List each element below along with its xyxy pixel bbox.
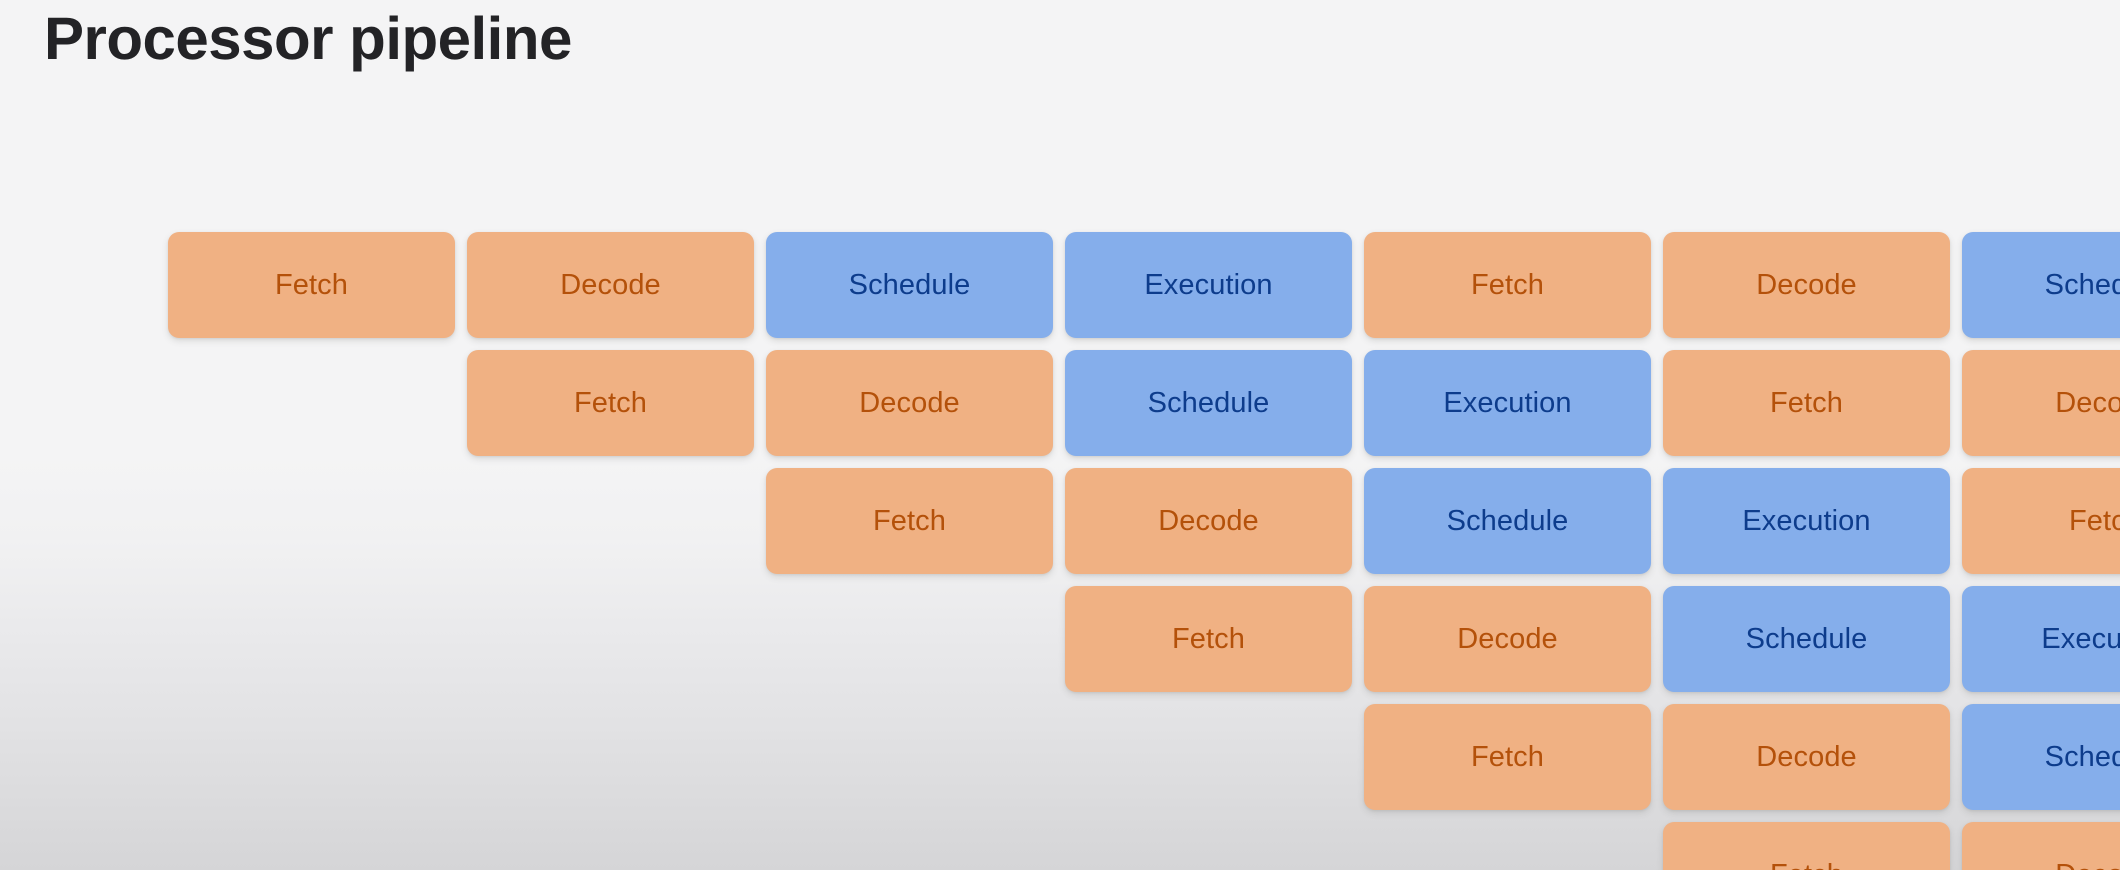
- stage-block-decode[interactable]: Decode: [1663, 704, 1950, 810]
- stage-block-label: Decode: [1457, 623, 1558, 655]
- stage-block-decode[interactable]: Decode: [766, 350, 1053, 456]
- stage-block-decode[interactable]: Decode: [1962, 350, 2120, 456]
- stage-block-label: Fetch: [872, 505, 947, 537]
- page-title: Processor pipeline: [44, 5, 572, 72]
- stage-block-fetch[interactable]: Fetch: [1663, 350, 1950, 456]
- pipeline-row-2: Fetch Decode Schedule Execution Fetch Decode: [467, 350, 2120, 456]
- pipeline-row-3: Fetch Decode Schedule Execution Fetch: [766, 468, 2120, 574]
- stage-block-decode[interactable]: Decode: [1364, 586, 1651, 692]
- stage-block-label: Fetch: [1663, 822, 1950, 870]
- stage-block-label: Fetch: [1470, 269, 1545, 301]
- stage-block-label: Schedule: [848, 269, 971, 301]
- stage-block-label: Schedule: [2044, 269, 2120, 301]
- stage-block-fetch[interactable]: Fetch: [1364, 704, 1651, 810]
- stage-block-execution[interactable]: Execution: [1663, 468, 1950, 574]
- stage-block-label: Decode: [2055, 387, 2120, 419]
- stage-block-label: Decode: [1158, 505, 1259, 537]
- stage-block-decode[interactable]: Decode: [1962, 822, 2120, 870]
- stage-block-label: Fetch: [1470, 741, 1545, 773]
- stage-block-fetch[interactable]: Fetch: [168, 232, 455, 338]
- stage-block-fetch[interactable]: Fetch: [1065, 586, 1352, 692]
- stage-block-label: Fetch: [2068, 505, 2120, 537]
- stage-block-decode[interactable]: Decode: [467, 232, 754, 338]
- stage-block-label: Decode: [1756, 269, 1857, 301]
- stage-block-schedule[interactable]: Schedule: [1962, 704, 2120, 810]
- stage-block-schedule[interactable]: Schedule: [1364, 468, 1651, 574]
- pipeline-row-1: Fetch Decode Schedule Execution Fetch Decode S…: [168, 232, 2120, 338]
- stage-block-schedule[interactable]: Schedule: [1065, 350, 1352, 456]
- stage-block-execution[interactable]: Execution: [1364, 350, 1651, 456]
- stage-block-label: Decode: [859, 387, 960, 419]
- stage-block-execution[interactable]: Execution: [1962, 586, 2120, 692]
- pipeline-row-4: Fetch Decode Schedule Execution: [1065, 586, 2120, 692]
- stage-block-fetch[interactable]: Fetch: [1962, 468, 2120, 574]
- stage-block-label: Decode: [1756, 741, 1857, 773]
- stage-block-schedule[interactable]: Schedule: [766, 232, 1053, 338]
- stage-block-fetch[interactable]: Fetch: [766, 468, 1053, 574]
- stage-block-label: Schedule: [1147, 387, 1270, 419]
- stage-block-fetch[interactable]: Fetch: [1663, 822, 1950, 870]
- stage-block-label: Schedule: [1446, 505, 1569, 537]
- stage-block-label: Decode: [560, 269, 661, 301]
- stage-block-execution[interactable]: Execution: [1065, 232, 1352, 338]
- stage-block-schedule[interactable]: Schedule: [1663, 586, 1950, 692]
- stage-block-decode[interactable]: Decode: [1065, 468, 1352, 574]
- stage-block-label: Fetch: [1769, 387, 1844, 419]
- stage-block-schedule[interactable]: Schedule: [1962, 232, 2120, 338]
- stage-block-label: Execution: [1443, 387, 1572, 419]
- stage-block-label: Decode: [1962, 822, 2120, 870]
- stage-block-label: Fetch: [1171, 623, 1246, 655]
- stage-block-label: Fetch: [573, 387, 648, 419]
- stage-block-fetch[interactable]: Fetch: [467, 350, 754, 456]
- stage-block-label: Execution: [1144, 269, 1273, 301]
- stage-block-label: Execution: [2041, 623, 2120, 655]
- stage-block-label: Schedule: [2044, 741, 2120, 773]
- pipeline-row-5: Fetch Decode Schedule: [1364, 704, 2120, 810]
- stage-block-label: Schedule: [1745, 623, 1868, 655]
- stage-block-label: Fetch: [274, 269, 349, 301]
- stage-block-decode[interactable]: Decode: [1663, 232, 1950, 338]
- stage-block-fetch[interactable]: Fetch: [1364, 232, 1651, 338]
- stage-block-label: Execution: [1742, 505, 1871, 537]
